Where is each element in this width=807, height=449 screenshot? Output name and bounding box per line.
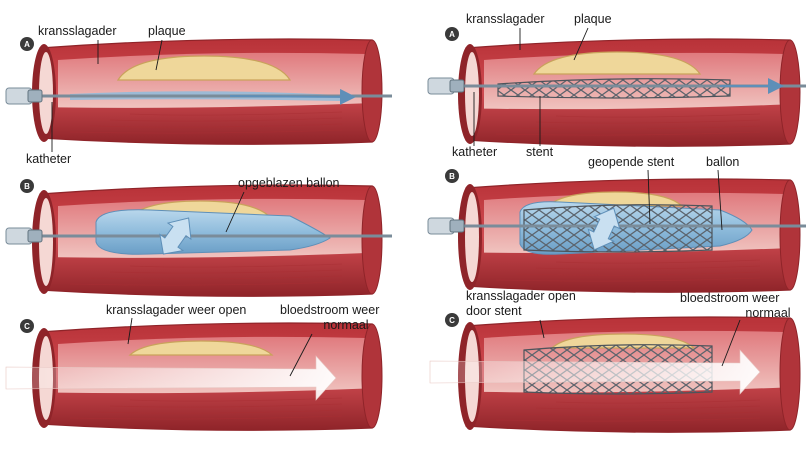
wall-texture — [69, 281, 343, 286]
badge-c-left-letter: C — [24, 322, 30, 331]
catheter-tip — [27, 229, 43, 243]
artery-end — [779, 179, 801, 291]
label-right-a-catheter: katheter — [452, 145, 497, 159]
plaque-deposit — [128, 340, 274, 356]
left-column: A B C — [5, 37, 392, 431]
wall-texture — [69, 129, 343, 134]
wall-texture — [535, 265, 761, 270]
wall-texture — [555, 259, 761, 264]
label-left-a-catheter: katheter — [26, 152, 71, 166]
right-panel-a: A — [427, 27, 806, 147]
wall-texture — [109, 403, 343, 408]
pointer-line-icon — [573, 27, 589, 61]
pointer-line-icon — [647, 169, 651, 225]
badge-a-left-letter: A — [24, 40, 30, 49]
label-right-c-artery-open-2: door stent — [466, 304, 522, 318]
badge-a-right-letter: A — [449, 30, 455, 39]
wall-texture — [555, 399, 761, 404]
label-right-a-stent: stent — [526, 145, 554, 159]
wall-texture — [495, 131, 761, 136]
inflated-balloon — [95, 209, 331, 255]
label-right-b-balloon: ballon — [706, 155, 739, 169]
pointer-line-icon — [127, 317, 133, 345]
label-right-c-flow-2: normaal — [745, 306, 790, 320]
badge-c-left — [20, 319, 34, 333]
stent-mesh-icon — [497, 78, 731, 99]
badge-b-left — [20, 179, 34, 193]
plaque-deposit — [116, 55, 292, 81]
catheter-tip — [27, 89, 43, 103]
wall-texture — [129, 397, 343, 402]
flow-arrow-icon — [5, 355, 337, 401]
left-panel-b: B — [5, 179, 392, 297]
artery-opening-inner — [465, 52, 479, 136]
wall-texture — [89, 275, 343, 280]
artery-opening-inner — [39, 52, 53, 134]
pointer-line-icon — [539, 319, 545, 339]
artery-end — [779, 39, 801, 145]
pointer-line-icon — [717, 169, 723, 231]
wall-texture — [129, 263, 343, 268]
pointer-line-icon — [155, 39, 163, 71]
wall-texture — [515, 125, 761, 130]
badge-a-right — [445, 27, 459, 41]
pointer-line-icon — [289, 333, 313, 377]
wall-texture — [535, 119, 761, 124]
badge-b-right — [445, 169, 459, 183]
label-left-a-artery: kransslagader — [38, 24, 117, 38]
expansion-arrow-icon — [587, 207, 621, 251]
flow-arrow-icon — [429, 349, 761, 395]
artery-opening-inner — [465, 192, 479, 282]
wall-texture — [495, 277, 761, 282]
label-right-a-plaque: plaque — [574, 12, 612, 26]
flow-arrow-icon — [229, 88, 356, 105]
left-panel-c: C — [5, 319, 383, 431]
pointer-line-icon — [721, 319, 741, 367]
catheter-tip — [449, 219, 465, 233]
label-left-b-balloon: opgeblazen ballon — [238, 176, 340, 190]
wall-texture — [515, 411, 761, 416]
right-panel-c: C — [429, 313, 801, 433]
badge-a-left — [20, 37, 34, 51]
expansion-arrow-icon — [159, 217, 192, 255]
left-panel-a: A — [5, 37, 392, 145]
artery-end — [779, 317, 801, 431]
wall-texture — [495, 417, 761, 422]
wall-texture — [89, 123, 343, 128]
badge-c-right-letter: C — [449, 316, 455, 325]
wall-texture — [109, 117, 343, 122]
wall-texture — [89, 409, 343, 414]
label-left-c-flow-1: bloedstroom weer — [280, 303, 379, 317]
catheter-tip — [449, 79, 465, 93]
badge-b-left-letter: B — [24, 182, 30, 191]
wall-texture — [515, 271, 761, 276]
wall-texture — [555, 113, 761, 118]
badge-b-right-letter: B — [449, 172, 455, 181]
label-left-a-plaque: plaque — [148, 24, 186, 38]
label-right-c-artery-open-1: kransslagader open — [466, 289, 576, 303]
artery-end — [361, 185, 383, 295]
artery-end — [361, 323, 383, 429]
pointer-line-icon — [225, 191, 245, 233]
label-left-c-artery-open: kransslagader weer open — [106, 303, 246, 317]
wall-texture — [129, 111, 343, 116]
badge-c-right — [445, 313, 459, 327]
wall-texture — [69, 415, 343, 420]
label-right-b-open-stent: geopende stent — [588, 155, 675, 169]
right-panel-b: B — [427, 169, 806, 293]
label-right-a-artery: kransslagader — [466, 12, 545, 26]
wall-texture — [109, 269, 343, 274]
label-left-c-flow-2: normaal — [323, 318, 368, 332]
wall-texture — [535, 405, 761, 410]
artery-end — [361, 39, 383, 143]
label-right-c-flow-1: bloedstroom weer — [680, 291, 779, 305]
right-column: A B C — [427, 27, 806, 433]
artery-opening-inner — [39, 198, 53, 286]
